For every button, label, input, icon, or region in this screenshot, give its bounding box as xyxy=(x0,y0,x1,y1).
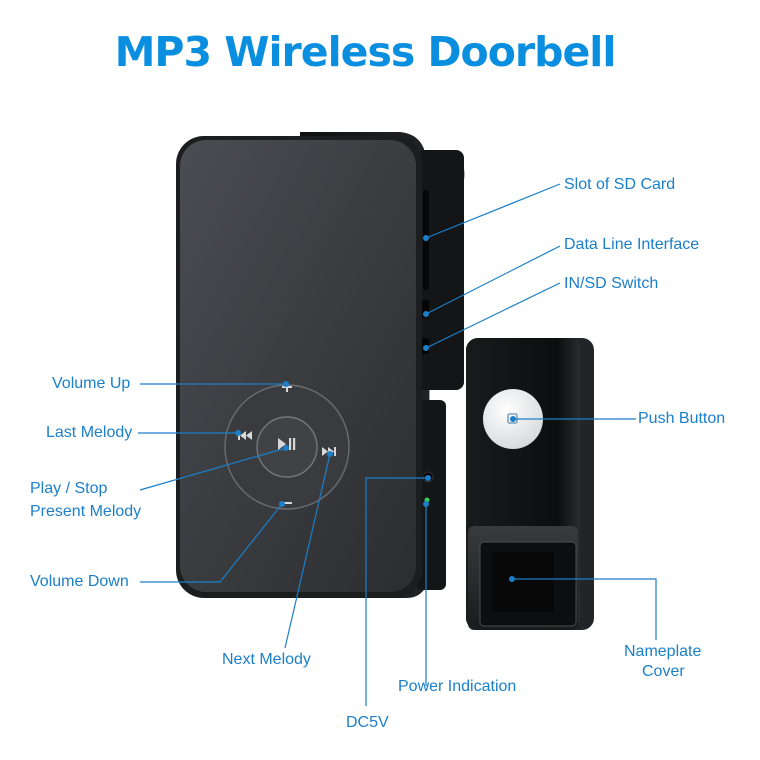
label-dc5v: DC5V xyxy=(346,714,389,731)
label-slot-sd-card: Slot of SD Card xyxy=(564,176,676,193)
label-volume-up: Volume Up xyxy=(52,375,131,392)
receiver-unit xyxy=(176,132,465,598)
label-power-indication: Power Indication xyxy=(398,678,517,695)
label-present-melody: Present Melody xyxy=(30,503,142,520)
play-pause-icon xyxy=(278,438,296,450)
label-volume-down: Volume Down xyxy=(30,573,129,590)
label-cover: Cover xyxy=(642,663,685,680)
label-last-melody: Last Melody xyxy=(46,424,133,441)
label-nameplate: Nameplate xyxy=(624,643,702,660)
label-data-line-interface: Data Line Interface xyxy=(564,236,700,253)
label-next-melody: Next Melody xyxy=(222,651,311,668)
push-transmitter xyxy=(466,338,594,630)
leader-dots xyxy=(235,235,516,582)
label-push-button: Push Button xyxy=(638,410,726,427)
page-title: MP3 Wireless Doorbell xyxy=(114,28,617,76)
label-in-sd-switch: IN/SD Switch xyxy=(564,275,659,292)
label-play-stop: Play / Stop xyxy=(30,480,108,497)
